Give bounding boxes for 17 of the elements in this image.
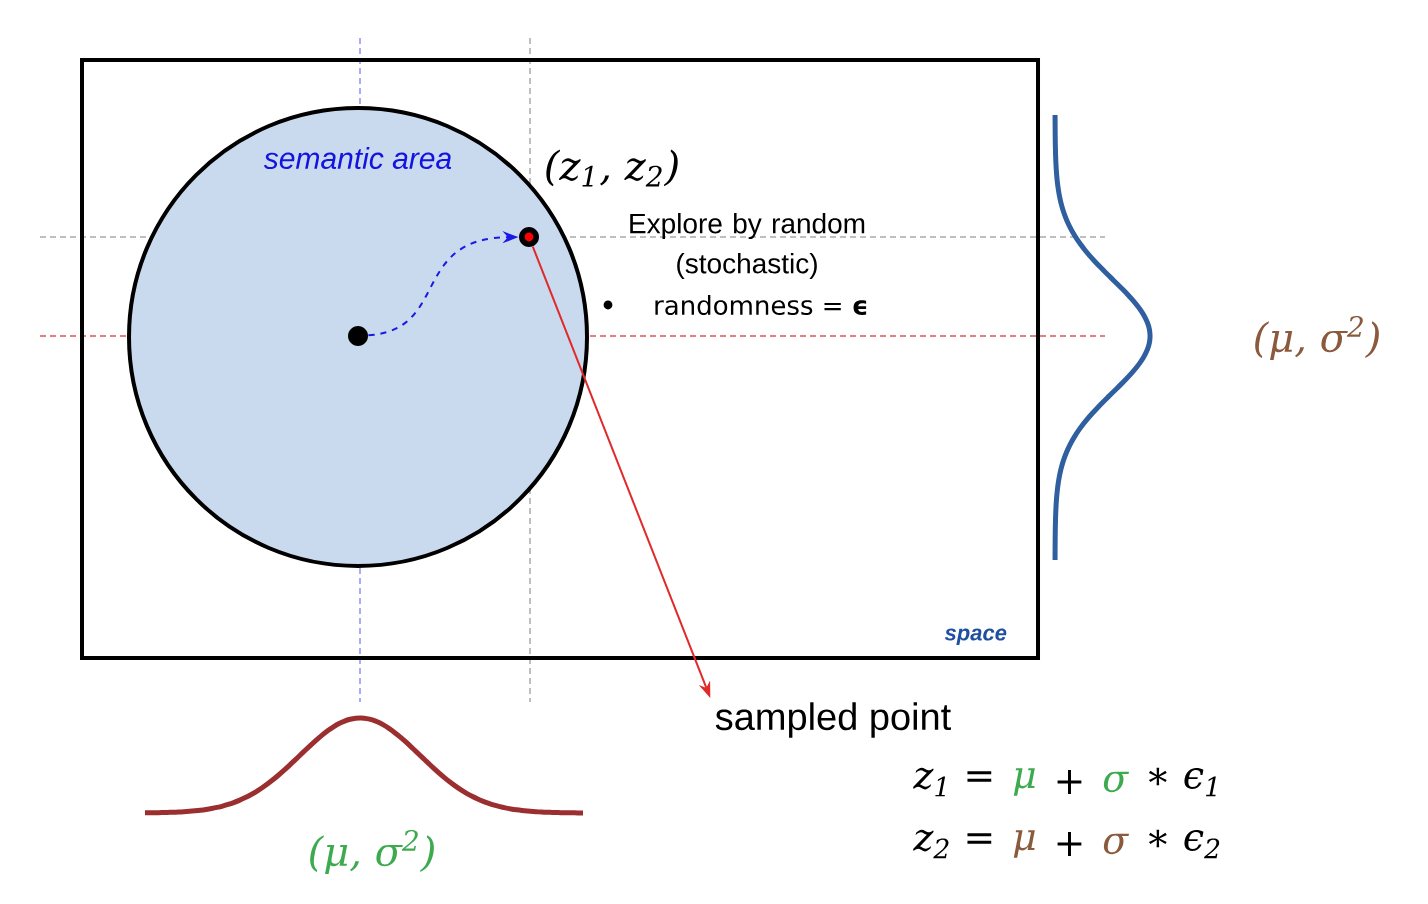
note-text: Explore by random (stochastic) <box>630 212 865 280</box>
point-dot <box>348 326 368 346</box>
formula-part: ∗ ϵ$_{1}$ <box>1148 767 1216 797</box>
formula-part: σ <box>1103 833 1129 855</box>
formula-part: + <box>1057 770 1082 794</box>
formula-part: ∗ ϵ$_{2}$ <box>1148 829 1220 859</box>
formula-part: + <box>1057 832 1082 856</box>
formula-part: z$_{2}$ = <box>913 829 992 859</box>
formula-part: μ <box>1013 830 1035 858</box>
note-text: randomness = ϵ <box>655 294 867 316</box>
formula-part: z$_{1}$ = <box>913 767 992 797</box>
sampled-point-label: sampled point <box>715 702 951 738</box>
distribution-label: (μ, σ$^{2}$) <box>310 829 434 875</box>
formula-part: σ <box>1103 771 1129 793</box>
distribution-label: (μ, σ$^{2}$) <box>1255 315 1379 361</box>
formula-part: μ <box>1013 768 1035 796</box>
point-dot <box>519 227 539 247</box>
